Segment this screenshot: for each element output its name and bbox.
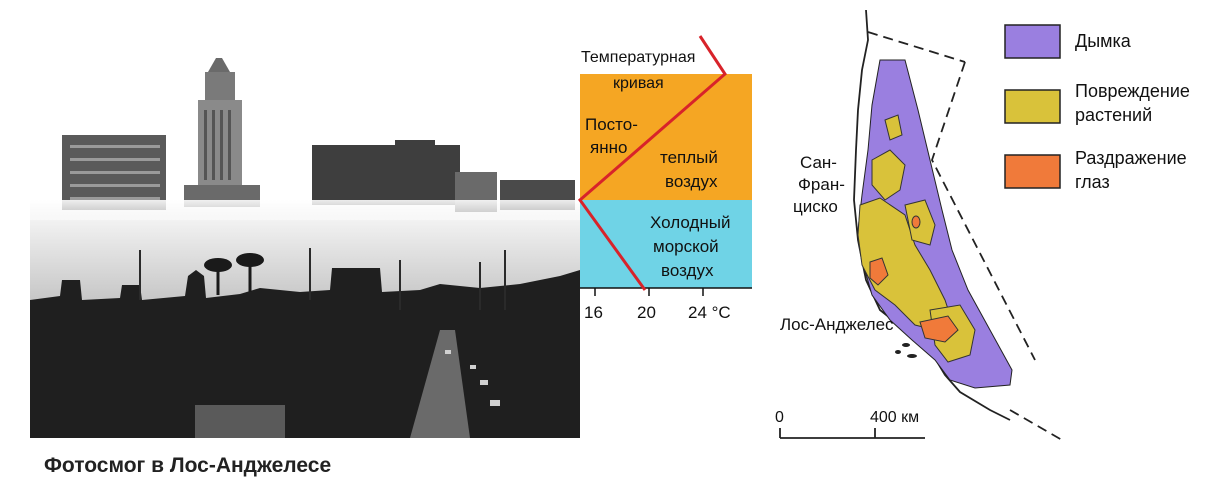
building-right [312,145,460,205]
tick-24: 24 °C [688,303,731,322]
scale-end: 400 км [870,409,919,426]
coastline [853,9,1011,421]
tick-16: 16 [584,303,603,322]
inversion-diagram: Температурная кривая Посто- янно теплый … [577,35,752,322]
city-la: Лос-Анджелес [780,315,894,334]
scale-start: 0 [775,409,784,426]
permanent-label-line1: Посто- [585,115,638,134]
photo-caption: Фотосмог в Лос-Анджелесе [44,454,332,477]
temperature-curve [577,35,727,291]
cold-layer [580,200,752,288]
legend-swatch-eyes [1004,154,1061,189]
legend-swatch-plants [1004,89,1061,124]
cold-label-line3: воздух [661,261,714,280]
permanent-label-line2: янно [590,138,627,157]
tick-20: 20 [637,303,656,322]
city-hall-tower [184,58,260,207]
legend-label-plants-line2: растений [1075,105,1152,125]
warm-label-line1: теплый [660,148,718,167]
legend-label-plants-line1: Повреждение [1075,81,1190,101]
legend-label-eyes-line1: Раздражение [1075,148,1187,168]
cold-label-line1: Холодный [650,213,730,232]
legend-label-eyes-line2: глаз [1075,172,1110,192]
cold-label-line2: морской [653,237,719,256]
city-sf-line2: Фран- [798,175,845,194]
warm-label-line2: воздух [665,172,718,191]
map-legend: Дымка Повреждение растений Раздражение г… [1004,24,1190,192]
curve-label-line2: кривая [613,75,664,92]
scale-bar [779,428,925,439]
city-sf-line1: Сан- [800,153,837,172]
city-sf-line3: циско [793,197,838,216]
california-map: Сан- Фран- циско Лос-Анджелес 0 400 км [775,9,1063,441]
legend-label-haze: Дымка [1075,31,1132,51]
curve-label-line1: Температурная [581,49,695,66]
smog-photo [30,58,580,438]
warm-layer [580,74,752,200]
legend-swatch-haze [1004,24,1061,59]
